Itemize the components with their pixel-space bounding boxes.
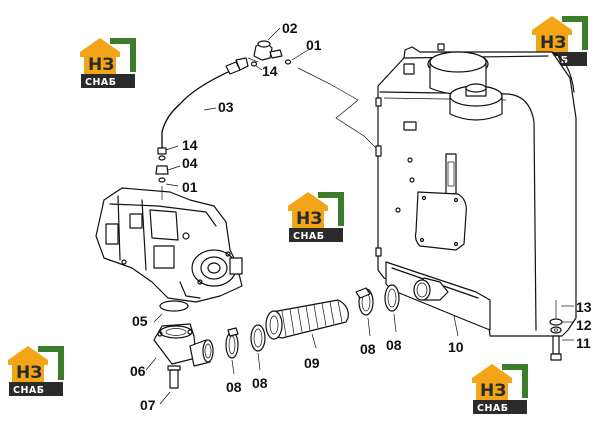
watermark-logo-top-left: НЗ СНАБ [80, 38, 136, 88]
suction-elbow [145, 323, 214, 405]
callout-labels: 01 02 14 03 14 04 01 05 06 07 08 08 09 0… [130, 20, 592, 413]
callout-13: 13 [576, 299, 592, 315]
callout-04: 04 [182, 155, 198, 171]
callout-10: 10 [448, 339, 464, 355]
callout-02: 02 [282, 20, 298, 36]
hydraulic-pump [95, 186, 243, 303]
o-ring-05 [159, 300, 189, 312]
watermark-text-top: НЗ [88, 55, 114, 75]
watermark-text-top: НЗ [480, 381, 506, 401]
watermark-logo-bottom-left: НЗ СНАБ [8, 346, 64, 396]
callout-11: 11 [576, 335, 591, 351]
callout-03: 03 [218, 99, 234, 115]
watermark-logo-center: НЗ СНАБ [288, 192, 344, 242]
watermark-text-top: НЗ [540, 33, 566, 53]
clamps-and-suction-hose [225, 284, 400, 375]
hose-assembly [155, 27, 309, 187]
callout-09: 09 [304, 355, 320, 371]
callout-01: 01 [182, 179, 198, 195]
callout-07: 07 [140, 397, 156, 413]
connection-line [297, 67, 377, 149]
callout-05: 05 [132, 313, 148, 329]
callout-06: 06 [130, 363, 146, 379]
watermark-text-top: НЗ [16, 363, 42, 383]
callout-14-top: 14 [262, 63, 278, 79]
watermark-text-bottom: СНАБ [477, 403, 509, 414]
callout-08-a: 08 [226, 379, 242, 395]
callout-08-d: 08 [386, 337, 402, 353]
callout-08-b: 08 [252, 375, 268, 391]
watermark-text-bottom: СНАБ [13, 385, 45, 396]
callout-08-c: 08 [360, 341, 376, 357]
watermark-text-top: НЗ [296, 209, 322, 229]
watermark-text-bottom: СНАБ [85, 77, 117, 88]
callout-01-top: 01 [306, 37, 322, 53]
callout-12: 12 [576, 317, 592, 333]
watermark-text-bottom: СНАБ [293, 231, 325, 242]
callout-14: 14 [182, 137, 198, 153]
watermark-logo-bottom-right: НЗ СНАБ [472, 364, 528, 414]
bolt-and-washers [549, 300, 574, 361]
hydraulic-tank [375, 43, 577, 337]
